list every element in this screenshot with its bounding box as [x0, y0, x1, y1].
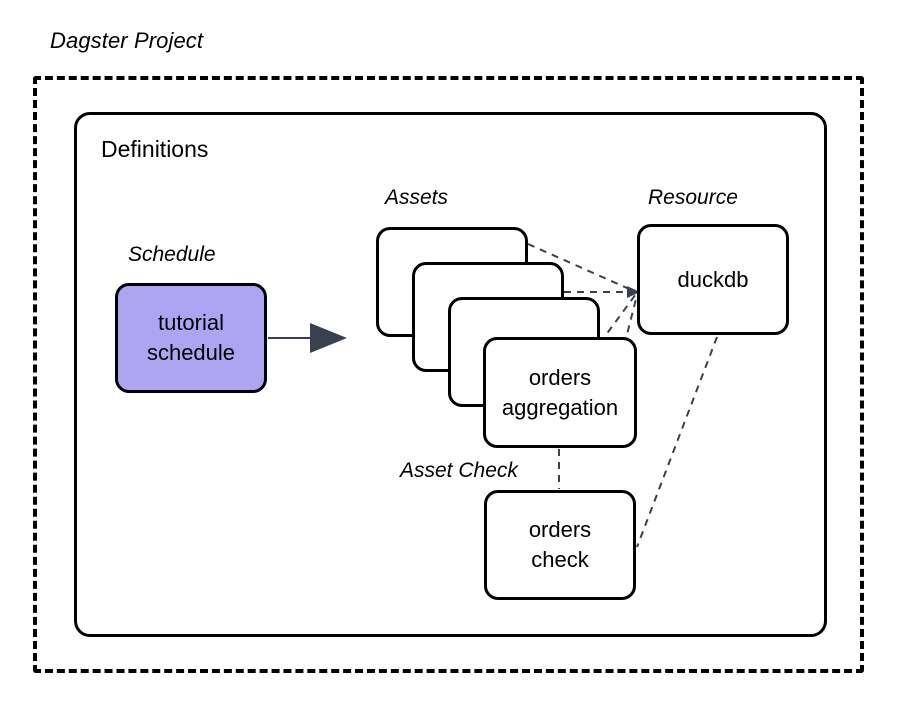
project-boundary	[33, 76, 864, 673]
node-orders-aggregation[interactable]: orders aggregation	[483, 337, 637, 448]
node-duckdb[interactable]: duckdb	[637, 224, 789, 335]
project-title: Dagster Project	[50, 28, 204, 53]
group-label-resource: Resource	[648, 186, 738, 209]
group-label-asset-check: Asset Check	[400, 459, 518, 482]
node-orders-check[interactable]: orders check	[484, 490, 636, 600]
group-label-assets: Assets	[385, 186, 449, 209]
group-label-schedule: Schedule	[128, 243, 216, 266]
node-tutorial-schedule[interactable]: tutorial schedule	[115, 283, 267, 393]
definitions-label: Definitions	[101, 136, 209, 162]
